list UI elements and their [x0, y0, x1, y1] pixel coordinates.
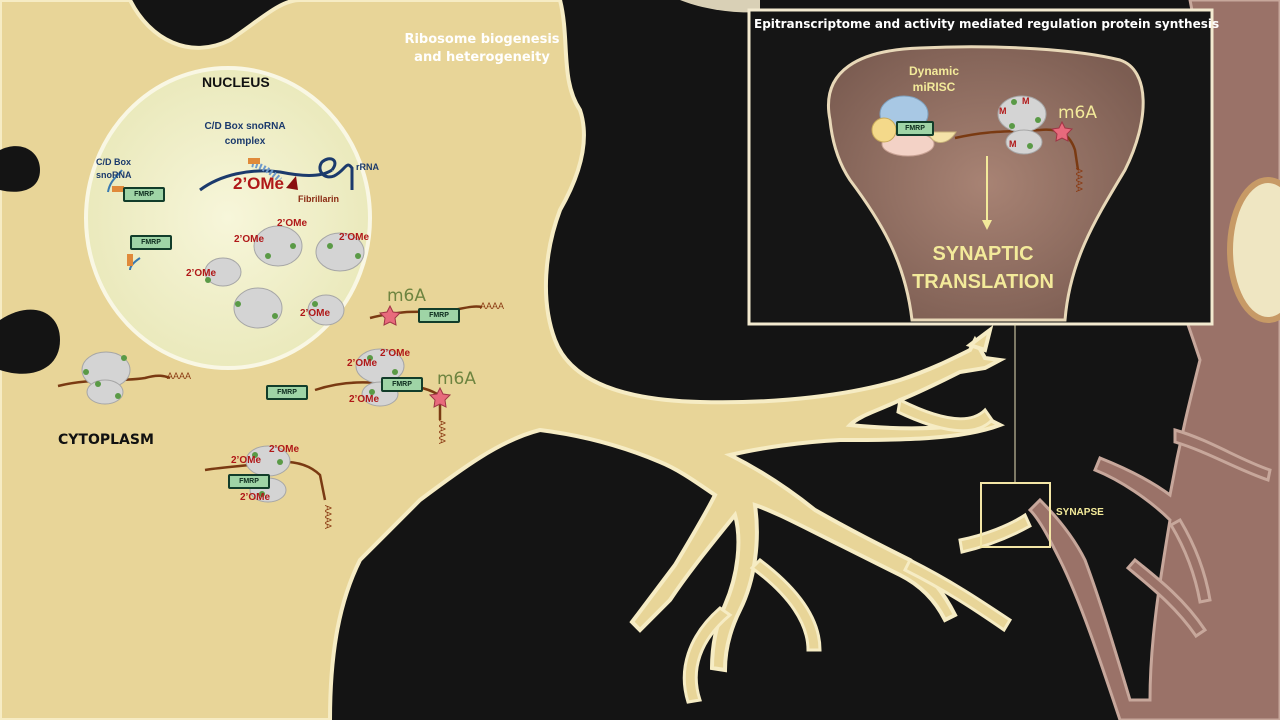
polya-tail: AAAA — [437, 420, 447, 445]
dynamic-mirisc-label: Dynamic miRISC — [908, 64, 960, 94]
snorna-guide — [251, 161, 283, 183]
ome-label: 2’OMe — [234, 234, 265, 245]
top-process — [680, 0, 760, 13]
ribosome-title: Ribosome biogenesis and heterogeneity — [404, 32, 560, 65]
ome-label: 2’OMe — [380, 348, 411, 359]
soma-notch — [0, 309, 60, 374]
synapse-label: SYNAPSE — [1056, 507, 1104, 518]
synaptic-translation-label: SYNAPTIC TRANSLATION — [912, 243, 1054, 293]
ome-label: 2’OMe — [300, 308, 331, 319]
methyl-m-label: M — [999, 106, 1007, 116]
cd-box-snorna-label: C/D Box snoRNA — [96, 157, 132, 180]
ome-label: 2’OMe — [240, 492, 271, 503]
m6a-label: m6A — [1058, 103, 1098, 123]
nucleus — [84, 66, 372, 370]
fmrp-box: FMRP — [896, 121, 934, 136]
nucleus-label: NUCLEUS — [202, 74, 270, 90]
fibrillarin-mark — [286, 176, 298, 190]
ome-label: 2’OMe — [269, 444, 300, 455]
inset-title: Epitranscriptome and activity mediated r… — [754, 17, 1220, 31]
rrna-strand — [199, 168, 333, 192]
methyl-m-label: M — [1022, 96, 1030, 106]
ome-label: 2’OMe — [231, 455, 262, 466]
nuclear-ribosomes — [204, 225, 365, 329]
mirisc-protein — [871, 117, 897, 143]
cytoplasmic-ribosomes — [81, 348, 405, 503]
polya-tail: AAAA — [480, 301, 505, 311]
fmrp-box: FMRP — [228, 474, 270, 489]
fmrp-box: FMRP — [381, 377, 423, 392]
ome-label: 2’OMe — [339, 232, 370, 243]
fmrp-box: FMRP — [266, 385, 308, 400]
ribosome-dots — [205, 243, 361, 319]
snorna-1-box — [112, 186, 124, 192]
ome-label: 2’OMe — [347, 358, 378, 369]
rrna-loop — [318, 157, 354, 190]
ome-label: 2’OMe — [186, 268, 217, 279]
inset-ribosomes — [997, 95, 1047, 155]
inset-m6a-star — [1050, 120, 1074, 142]
fmrp-box: FMRP — [418, 308, 460, 323]
methyl-m-label: M — [1009, 139, 1017, 149]
polya-tail: AAAA — [323, 505, 333, 530]
snorna-complex-label: C/D Box snoRNA complex — [204, 121, 286, 147]
snorna-2-box — [127, 254, 133, 266]
m6a-label: m6A — [437, 369, 477, 389]
big-ome-label: 2’OMe — [233, 174, 285, 193]
neighbor-soma — [1227, 177, 1280, 323]
ome-label: 2’OMe — [349, 394, 380, 405]
fmrp-box: FMRP — [130, 235, 172, 250]
m6a-label: m6A — [387, 286, 427, 306]
cyto-dots — [83, 355, 398, 497]
cytoplasm-label: CYTOPLASM — [58, 432, 154, 448]
inset-dots — [1009, 99, 1041, 149]
inset-mrna — [954, 128, 1080, 171]
fibrillarin-label: Fibrillarin — [298, 194, 340, 204]
rrna-label: rRNA — [356, 162, 380, 172]
snorna-box — [248, 158, 260, 164]
dendrite-branches — [682, 397, 1032, 704]
polya-tail: AAAA — [1074, 168, 1084, 193]
fmrp-box: FMRP — [123, 187, 165, 202]
ome-label: 2’OMe — [277, 218, 308, 229]
synapse-box — [980, 482, 1051, 548]
m6a-stars — [378, 304, 452, 408]
translation-arrowhead — [982, 220, 992, 230]
soma-notch-2 — [0, 146, 40, 192]
snorna-1 — [107, 169, 123, 193]
polya-tail: AAAA — [167, 371, 192, 381]
